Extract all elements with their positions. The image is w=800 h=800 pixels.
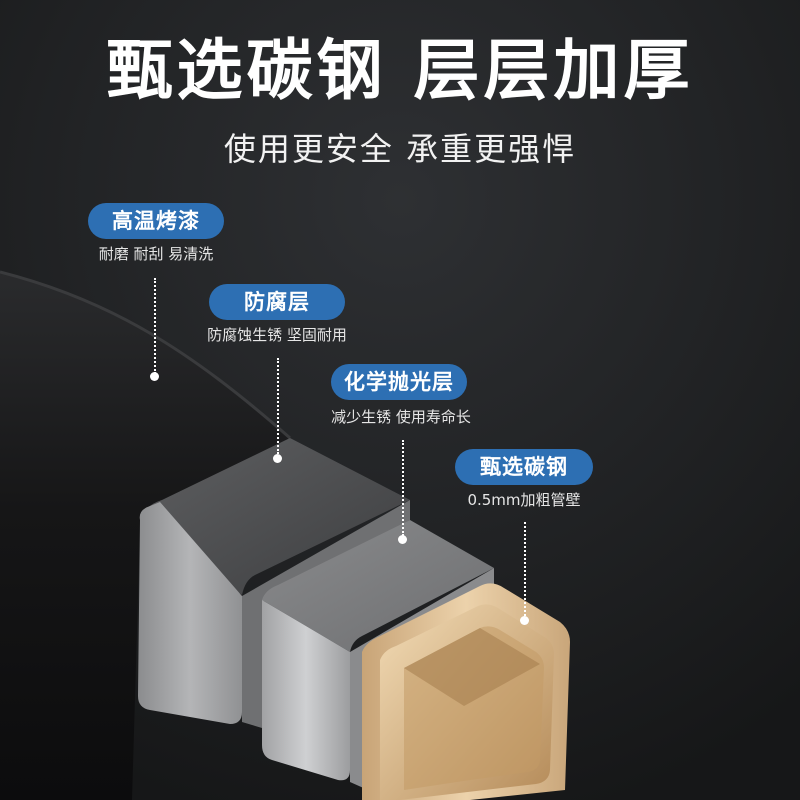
- callout-desc-baking-paint: 耐磨 耐刮 易清洗: [98, 245, 214, 263]
- leader-line: [154, 278, 156, 374]
- callout-pill-baking-paint: 高温烤漆: [88, 203, 224, 239]
- subline: 使用更安全 承重更强悍: [223, 130, 577, 168]
- pointer-dot: [273, 454, 282, 463]
- leader-line: [277, 358, 279, 454]
- callout-pill-anticorrosion: 防腐层: [209, 284, 345, 320]
- pointer-dot: [150, 372, 159, 381]
- callout-desc-carbon-steel: 0.5mm加粗管壁: [467, 491, 581, 509]
- headline: 甄选碳钢 层层加厚: [106, 32, 694, 109]
- callout-pill-carbon-steel: 甄选碳钢: [455, 449, 593, 485]
- callout-desc-polish: 减少生锈 使用寿命长: [331, 408, 471, 426]
- pointer-dot: [398, 535, 407, 544]
- leader-line: [402, 440, 404, 536]
- leader-line: [524, 522, 526, 616]
- pointer-dot: [520, 616, 529, 625]
- callout-pill-polish: 化学抛光层: [331, 364, 467, 400]
- callout-desc-anticorrosion: 防腐蚀生锈 坚固耐用: [207, 326, 347, 344]
